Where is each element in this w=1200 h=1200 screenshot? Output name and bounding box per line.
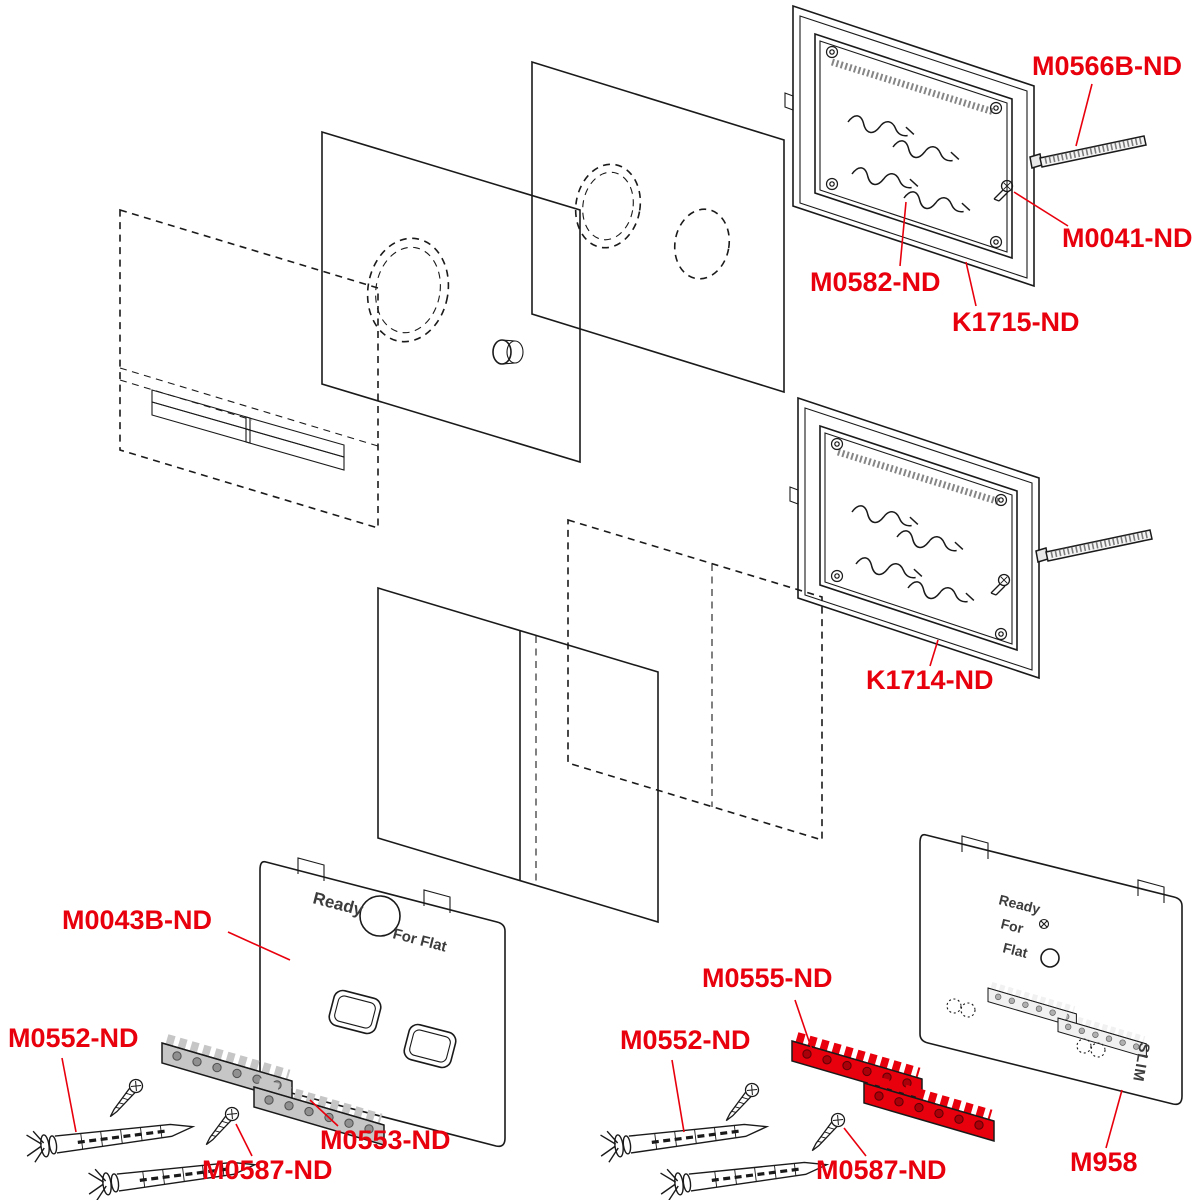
screw-m0587-left-1: [104, 1076, 146, 1122]
leader-m0041: [1013, 191, 1069, 227]
leader-k1714: [929, 639, 939, 667]
part-label-m0043b: M0043B-ND: [62, 905, 213, 935]
leader-m0566b: [1075, 83, 1093, 147]
screw-m0587-right-1: [720, 1080, 762, 1126]
frame-screw: [990, 573, 1011, 596]
plate-inner-racks: [988, 985, 1146, 1057]
anchor-m0552-left-1: [22, 1110, 197, 1165]
flush-buttons: [151, 389, 345, 471]
anchor-m0552-right-1: [596, 1110, 771, 1165]
frame-corner-screws: [825, 45, 1003, 249]
plate-dotted-pins: [946, 998, 1106, 1058]
part-label-m0553: M0553-ND: [320, 1125, 451, 1155]
leader-m958: [1105, 1089, 1123, 1149]
frame-springs: [850, 503, 977, 606]
plate-marking-flat: Flat: [1001, 939, 1029, 961]
leader-m0552-left: [61, 1057, 77, 1133]
leader-m0582: [899, 201, 907, 267]
plate-marking-for: For: [999, 915, 1025, 936]
rod-m0566b: [1030, 136, 1146, 168]
part-label-m0587-right: M0587-ND: [816, 1155, 947, 1185]
part-label-m0582: M0582-ND: [810, 267, 941, 297]
panel-middle: [321, 130, 581, 464]
leader-m0555: [794, 999, 813, 1051]
part-label-m0555: M0555-ND: [702, 963, 833, 993]
panel-front-dashed: [119, 208, 379, 530]
part-label-m0587-left: M0587-ND: [202, 1155, 333, 1185]
leader-m0553: [309, 1099, 339, 1127]
panel-group-middle: [377, 518, 823, 924]
screw-m0587-right-2: [806, 1110, 848, 1156]
leader-lines: [61, 83, 1123, 1157]
part-label-m0552-left: M0552-ND: [8, 1023, 139, 1053]
anchor-m0552-right-2: [656, 1148, 831, 1200]
part-label-k1715: K1715-ND: [952, 307, 1080, 337]
knob: [492, 339, 524, 365]
part-label-m0566b: M0566B-ND: [1032, 51, 1183, 81]
frame-k1715: [784, 4, 1035, 288]
part-label-m0552-right: M0552-ND: [620, 1025, 751, 1055]
panel-front-split: [377, 586, 659, 924]
screw-m0041: [993, 179, 1014, 202]
leader-m0587-left: [235, 1123, 253, 1157]
panel-rear-dashed: [567, 518, 823, 842]
rack-m0555-2: [864, 1079, 994, 1141]
leader-k1715: [965, 261, 977, 307]
screw-m0587-left-2: [200, 1104, 242, 1150]
frame-inner-rod: [836, 448, 1002, 506]
plate-marking-ready: Ready: [311, 888, 366, 919]
frame-k1714: [789, 396, 1040, 680]
rod-k1714: [1036, 530, 1152, 562]
panel-group-top-left: [119, 60, 785, 530]
leader-m0043b: [227, 931, 291, 961]
part-label-m958: M958: [1070, 1147, 1138, 1177]
leader-m0587-right: [843, 1127, 867, 1157]
springs-m0582: [846, 113, 973, 216]
plate-screw-icon: [1038, 918, 1050, 930]
frame-corner-screws: [830, 437, 1008, 641]
plate-marking-ready: Ready: [997, 891, 1042, 917]
leader-m0552-right: [671, 1059, 685, 1133]
panel-rear: [531, 60, 785, 394]
part-label-k1714: K1714-ND: [866, 665, 994, 695]
plate-m958: Ready For Flat SLIM: [919, 833, 1183, 1106]
plate-marking-slim: SLIM: [1129, 1041, 1153, 1083]
plate-holes: [328, 989, 457, 1069]
plate-marking-for-flat: For Flat: [391, 925, 449, 955]
frame-inner-rod: [830, 58, 996, 116]
part-label-m0041: M0041-ND: [1062, 223, 1193, 253]
